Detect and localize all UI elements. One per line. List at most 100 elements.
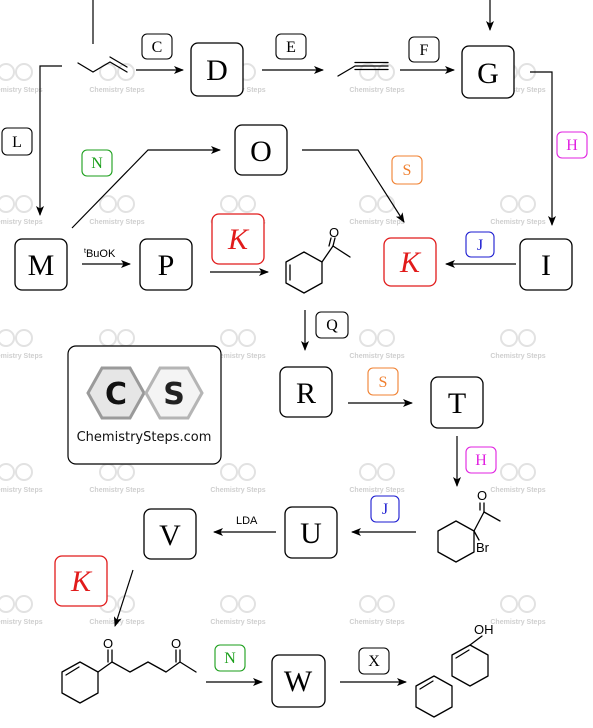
reagent-q: Q: [315, 311, 349, 339]
svg-text:F: F: [420, 42, 429, 59]
watermark-text: Chemistry Steps: [349, 487, 404, 494]
box-i-label: I: [541, 249, 551, 282]
box-m-label: M: [28, 249, 55, 282]
chemistrysteps-logo: C S ChemistrySteps.com: [67, 345, 222, 465]
watermark-mark: Chemistry Steps: [0, 463, 43, 494]
box-r-label: R: [296, 377, 316, 410]
arrows: [36, 0, 556, 686]
svg-text:L: L: [12, 134, 22, 151]
box-k-3: K: [54, 555, 108, 607]
atom-o-bromoketone: O: [477, 488, 487, 503]
watermark-text: Chemistry Steps: [0, 487, 43, 494]
butene-structure: [77, 56, 128, 73]
watermark-text: Chemistry Steps: [0, 353, 43, 360]
condition-lda: LDA: [236, 515, 258, 527]
logo-letter-c: C: [105, 377, 127, 412]
box-u-label: U: [300, 517, 322, 550]
svg-text:C: C: [152, 39, 163, 56]
svg-text:S: S: [403, 162, 412, 179]
watermark-mark: Chemistry Steps: [210, 329, 266, 360]
atom-o-diketone-1: O: [103, 636, 113, 651]
bromoketone-structure: O Br: [437, 488, 501, 563]
logo-hexagon-right: [144, 366, 204, 420]
reagent-h-2: H: [465, 446, 497, 474]
atom-br: Br: [476, 540, 490, 555]
arrow-g-to-i: [530, 71, 556, 226]
watermark-mark: Chemistry Steps: [89, 463, 145, 494]
box-v: V: [143, 508, 197, 560]
reagent-j-2: J: [370, 495, 400, 523]
box-d-label: D: [206, 54, 228, 87]
box-k-3-label: K: [70, 565, 93, 598]
box-i: I: [519, 238, 573, 291]
atom-oh: OH: [474, 622, 494, 637]
reagent-n-2: N: [214, 644, 246, 672]
watermark-mark: Chemistry Steps: [0, 595, 43, 626]
watermark-text: Chemistry Steps: [89, 87, 144, 94]
atom-o-top: O: [329, 225, 339, 240]
box-t-label: T: [448, 387, 466, 420]
box-o-label: O: [250, 135, 272, 168]
arrow-o-to-k: [302, 149, 405, 223]
reagent-f: F: [408, 36, 440, 63]
logo-caption: ChemistrySteps.com: [77, 430, 212, 445]
watermark-text: Chemistry Steps: [349, 219, 404, 226]
watermark-text: Chemistry Steps: [0, 87, 43, 94]
box-k-1-label: K: [227, 223, 250, 256]
box-w-label: W: [284, 665, 313, 698]
reagent-n-1: N: [81, 149, 113, 177]
svg-text:H: H: [475, 452, 487, 469]
reagent-c: C: [141, 33, 173, 60]
watermark-mark: Chemistry Steps: [89, 195, 145, 226]
watermark-mark: Chemistry Steps: [0, 63, 43, 94]
reagent-x: X: [358, 647, 390, 675]
box-u: U: [284, 506, 338, 559]
watermark-mark: Chemistry Steps: [490, 595, 546, 626]
reagent-j-1: J: [465, 231, 495, 258]
watermark-mark: Chemistry Steps: [349, 329, 405, 360]
watermark-text: Chemistry Steps: [89, 487, 144, 494]
reagent-e: E: [275, 33, 307, 60]
svg-text:J: J: [477, 237, 483, 254]
arrow-m-to-o: [71, 146, 221, 229]
arrow-v-to-diketone: [113, 569, 134, 627]
watermark-text: Chemistry Steps: [89, 219, 144, 226]
box-o: O: [234, 124, 288, 176]
watermark-mark: Chemistry Steps: [349, 63, 405, 94]
box-t: T: [430, 376, 484, 429]
watermark-mark: Chemistry Steps: [490, 463, 546, 494]
watermark-mark: Chemistry Steps: [490, 329, 546, 360]
watermark-text: Chemistry Steps: [349, 87, 404, 94]
watermark-text: Chemistry Steps: [349, 619, 404, 626]
dienol-structure: OH: [415, 622, 494, 718]
watermark-text: Chemistry Steps: [210, 619, 265, 626]
box-m: M: [14, 238, 68, 291]
svg-text:Q: Q: [326, 317, 338, 334]
svg-text:N: N: [224, 650, 236, 667]
logo-letter-s: S: [163, 377, 185, 412]
watermark-text: Chemistry Steps: [490, 219, 545, 226]
watermark-mark: Chemistry Steps: [490, 195, 546, 226]
watermark-text: Chemistry Steps: [490, 87, 545, 94]
watermark-text: Chemistry Steps: [210, 487, 265, 494]
watermark-text: Chemistry Steps: [0, 219, 43, 226]
svg-text:S: S: [379, 374, 388, 391]
box-v-label: V: [159, 519, 181, 552]
watermark-text: Chemistry Steps: [0, 619, 43, 626]
watermark-mark: Chemistry Steps: [210, 463, 266, 494]
watermark-text: Chemistry Steps: [490, 619, 545, 626]
atom-o-diketone-2: O: [171, 636, 181, 651]
svg-text:X: X: [368, 653, 380, 670]
reagent-s-2: S: [367, 367, 399, 396]
watermark-mark: Chemistry Steps: [210, 595, 266, 626]
logo-hexagon-left: [86, 366, 146, 420]
reagent-h-1: H: [556, 131, 588, 159]
diketone-structure: O O: [61, 636, 197, 704]
svg-text:N: N: [91, 155, 103, 172]
reagent-l: L: [1, 127, 33, 156]
box-d: D: [190, 42, 244, 97]
watermark-mark: Chemistry Steps: [0, 329, 43, 360]
condition-tbuok: tBuOK: [84, 248, 116, 260]
watermark-text: Chemistry Steps: [490, 353, 545, 360]
